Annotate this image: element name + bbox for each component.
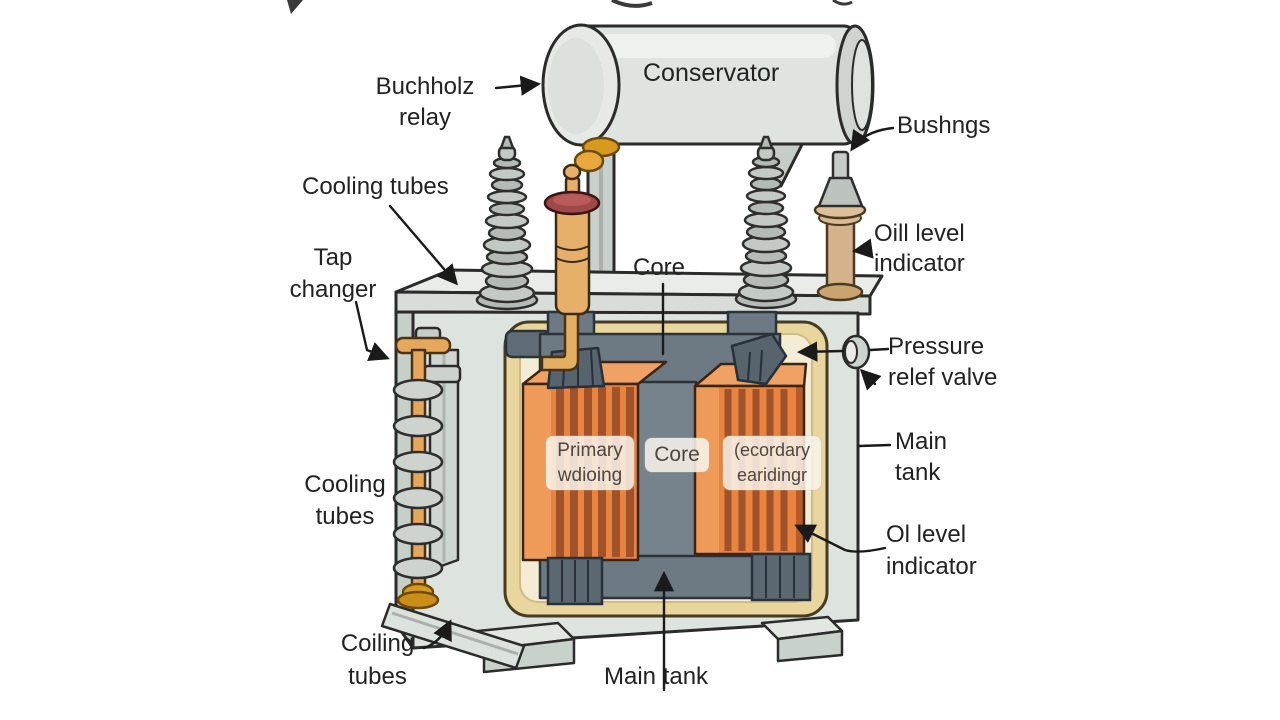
pressure-relief-valve xyxy=(841,334,871,370)
leader-cooling-top xyxy=(388,204,458,286)
label-coiling-line1: Coiling xyxy=(340,630,415,657)
edge-artifacts xyxy=(287,0,853,14)
label-main-tank-right: Main tank xyxy=(895,426,947,488)
label-oill-line1: Oill level xyxy=(874,220,965,247)
label-core-top: Core xyxy=(633,254,686,281)
leader-lines xyxy=(354,75,895,692)
leader-bushings xyxy=(850,126,895,152)
leader-oil-level-top xyxy=(851,238,874,259)
foot-right xyxy=(760,615,844,663)
label-cooling-tubes-left: Cooling tubes xyxy=(300,469,390,533)
label-main-right-line1: Main xyxy=(895,428,948,455)
label-tap-line2: changer xyxy=(289,276,377,303)
label-conservator: Conservator xyxy=(643,59,780,87)
label-buchholz-line2: relay xyxy=(398,104,452,131)
label-pressure-relief-valve: Pressure relef valve xyxy=(888,331,997,393)
label-buchholz-relay: Buchholz relay xyxy=(357,71,493,133)
label-coiling-line2: tubes xyxy=(348,663,407,690)
buchholz-pipe xyxy=(540,304,580,372)
label-oil-level-indicator-top: Oill level indicator xyxy=(874,219,965,279)
pipe-clamp-rings xyxy=(573,136,621,173)
leader-tap-changer xyxy=(354,300,390,362)
label-tap-line1: Tap xyxy=(313,244,353,271)
label-main-tank-bottom: Main tank xyxy=(604,663,709,690)
skid-rail xyxy=(380,602,526,670)
bushing-right xyxy=(734,135,798,310)
leader-coiling-tubes xyxy=(422,619,452,650)
label-ol-line2: indicator xyxy=(886,553,977,580)
leader-pressure-small xyxy=(859,368,882,391)
leader-oil-level-bottom xyxy=(794,524,887,553)
label-pressure-line2: relef valve xyxy=(888,364,998,391)
leader-buchholz xyxy=(494,75,542,96)
label-coiling-tubes: Coiling tubes xyxy=(330,627,425,693)
tap-changer-device xyxy=(392,326,462,610)
leader-pressure-dash xyxy=(868,347,890,352)
conservator xyxy=(541,23,875,147)
leader-pressure-inner xyxy=(796,341,845,362)
chip-secondary-line1: (ecordary xyxy=(733,440,811,460)
chip-primary-line1: Primary xyxy=(557,440,623,461)
label-buchholz-line1: Buchholz xyxy=(375,73,475,100)
buchholz-relay-device xyxy=(543,163,601,316)
label-pressure-line1: Pressure xyxy=(888,333,985,360)
label-bushings: Bushngs xyxy=(897,112,991,139)
label-ol-line1: Ol level xyxy=(886,521,967,548)
label-tap-changer: Tap changer xyxy=(283,242,383,306)
cooling-coils xyxy=(392,378,444,580)
label-cooling-tubes-top: Cooling tubes xyxy=(302,173,449,200)
bushing-left xyxy=(475,135,539,311)
label-cooling-left-line2: tubes xyxy=(315,503,375,530)
chip-primary-line2: wdioing xyxy=(557,465,623,486)
chip-primary-winding: Primary wdioing xyxy=(546,436,634,490)
bushing-small xyxy=(817,150,864,208)
label-oill-line2: indicator xyxy=(874,250,965,277)
chip-core: Core xyxy=(645,438,709,472)
chip-secondary-line2: earidingr xyxy=(736,465,808,485)
winding-supports xyxy=(546,552,812,606)
label-main-right-line2: tank xyxy=(895,459,941,486)
chip-secondary-winding: (ecordary earidingr xyxy=(723,436,821,490)
label-oil-level-indicator-bottom: Ol level indicator xyxy=(886,519,977,583)
leader-main-tank-right xyxy=(857,443,892,448)
label-cooling-left-line1: Cooling xyxy=(304,471,386,498)
